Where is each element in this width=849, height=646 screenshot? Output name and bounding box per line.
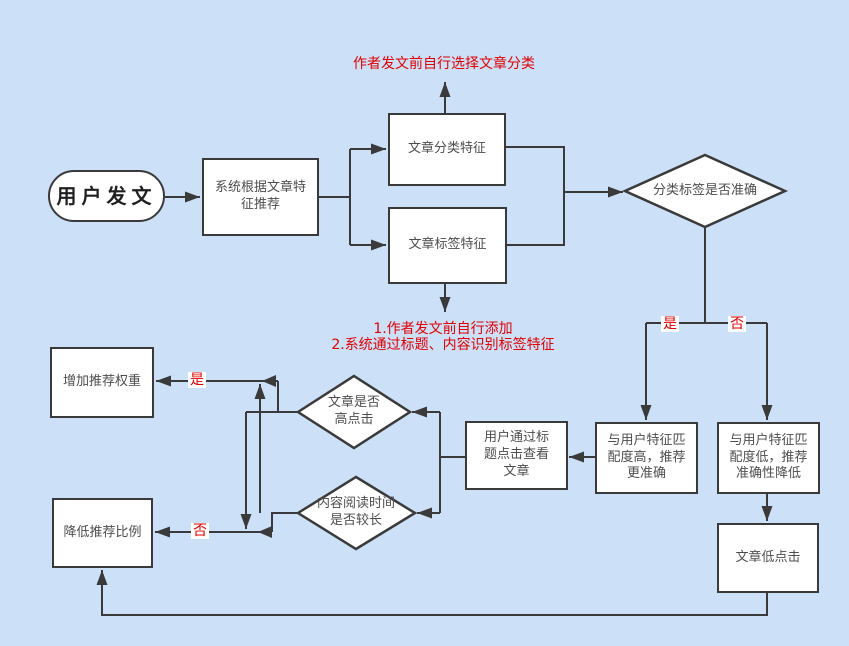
mid-annotation-line2: 2.系统通过标题、内容识别标签特征 [331,337,555,354]
accuracy-decision-label: 分类标签是否准确 [652,182,757,198]
high-click-decision-label: 文章是否高点击 [327,395,380,427]
match-high-node: 与用户特征匹配度高，推荐更准确 [595,422,698,494]
accuracy-decision-diamond [621,153,789,229]
category-feature-node: 文章分类特征 [388,113,506,186]
click-view-node: 用户通过标题点击查看文章 [465,421,568,490]
tag-feature-label: 文章标签特征 [408,237,487,253]
tag-feature-node: 文章标签特征 [388,207,507,284]
accuracy-decision-node: 分类标签是否准确 [625,176,785,206]
edge-decision-branch [646,227,767,324]
increase-weight-node: 增加推荐权重 [50,347,154,418]
edge-merge [505,146,565,246]
click-view-label: 用户通过标题点击查看文章 [483,430,549,479]
engage-no-label: 否 [191,523,209,539]
recommend-node-label: 系统根据文章特征推荐 [215,180,307,212]
edge-readtime-out [271,512,300,532]
decrease-ratio-label: 降低推荐比例 [63,524,142,540]
low-click-label: 文章低点击 [735,549,801,565]
match-high-label: 与用户特征匹配度高，推荐更准确 [607,432,686,482]
start-node-label: 用户发文 [56,184,157,208]
edge-recommend-split [318,149,351,245]
edge-lowclick-loop [96,570,768,616]
engage-yes-label: 是 [188,372,206,388]
category-feature-label: 文章分类特征 [407,141,486,157]
accuracy-no-label: 否 [728,316,746,332]
edge-highclick-out [246,381,298,413]
read-time-decision-label: 内容阅读时间是否较长 [316,496,395,528]
low-click-node: 文章低点击 [717,523,819,593]
recommend-node: 系统根据文章特征推荐 [202,158,319,236]
match-low-node: 与用户特征匹配度低，推荐准确性降低 [717,422,820,494]
accuracy-yes-label: 是 [661,316,679,332]
mid-annotation: 1.作者发文前自行添加 2.系统通过标题、内容识别标签特征 [331,321,554,353]
match-low-label: 与用户特征匹配度低，推荐准确性降低 [729,432,808,482]
high-click-decision-node: 文章是否高点击 [322,386,386,438]
edge-clickview-split [439,412,465,513]
decrease-ratio-node: 降低推荐比例 [52,498,153,568]
top-annotation: 作者发文前自行选择文章分类 [353,56,535,72]
mid-arrow-left-top [262,375,276,387]
read-time-decision-node: 内容阅读时间是否较长 [313,487,399,539]
high-click-decision-diamond [295,374,413,450]
mid-arrow-left-bottom [258,526,272,538]
start-node: 用户发文 [48,170,165,222]
read-time-decision-diamond [295,475,418,551]
increase-weight-label: 增加推荐权重 [62,374,141,390]
mid-annotation-line1: 1.作者发文前自行添加 [373,321,513,337]
